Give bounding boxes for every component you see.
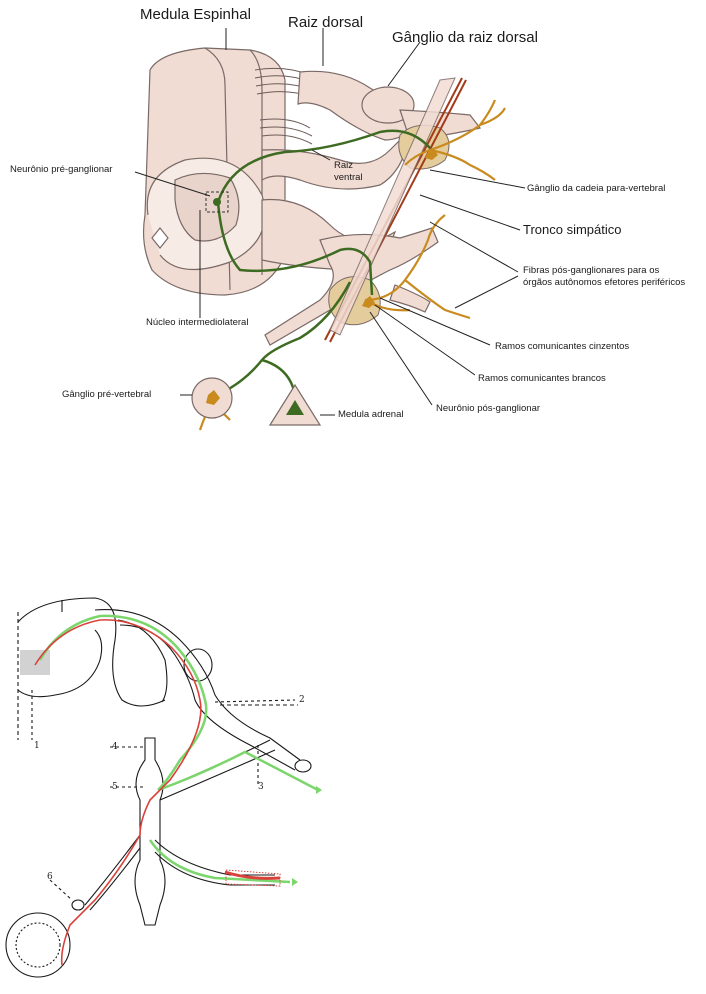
bottom-gut-inner xyxy=(15,922,61,968)
label-ramos-cinzentos: Ramos comunicantes cinzentos xyxy=(495,341,630,352)
number-2: 2 xyxy=(299,695,305,705)
number-6: 6 xyxy=(47,872,53,882)
intermediolateral-nucleus-box xyxy=(205,191,229,213)
label-medula-espinhal: Medula Espinhal xyxy=(140,6,251,23)
top-diagram xyxy=(134,28,526,431)
label-fibras-pos-1: Fibras pós-ganglionares para os xyxy=(523,265,660,276)
spinal-cord xyxy=(142,47,286,296)
ventral-root xyxy=(261,128,411,190)
preganglionic-fiber xyxy=(214,129,431,400)
number-5: 5 xyxy=(112,782,118,792)
preganglionic-neuron xyxy=(213,198,221,206)
label-ganglio-pre: Gânglio pré-vertebral xyxy=(62,389,152,400)
spinal-nerve-lower-right xyxy=(389,284,431,313)
number-3: 3 xyxy=(258,782,264,792)
pointer-lines xyxy=(134,28,526,416)
label-nucleo: Núcleo intermediolateral xyxy=(146,317,249,328)
bottom-gut-outer xyxy=(5,912,71,978)
label-raiz-ventral-2: ventral xyxy=(334,172,363,183)
bottom-red-coil xyxy=(225,869,281,887)
number-1: 1 xyxy=(34,741,40,751)
number-4: 4 xyxy=(112,742,118,752)
bottom-arrow-coil xyxy=(292,878,298,886)
postganglionic-fibers xyxy=(198,99,506,431)
label-raiz-ventral-1: Raiz xyxy=(334,160,354,171)
label-neuronio-pos: Neurônio pós-ganglionar xyxy=(436,403,541,414)
bottom-spinal-cord xyxy=(17,597,166,707)
label-neuronio-pre: Neurônio pré-ganglionar xyxy=(10,164,113,175)
adrenal-cell xyxy=(286,400,304,415)
bottom-gray-patch xyxy=(20,650,50,675)
bottom-green-fibers xyxy=(38,614,319,884)
bottom-arrow-right xyxy=(316,786,322,794)
label-tronco-simpatico: Tronco simpático xyxy=(523,222,622,237)
bottom-diagram xyxy=(5,597,312,978)
label-raiz-dorsal: Raiz dorsal xyxy=(288,14,364,31)
label-ramos-brancos: Ramos comunicantes brancos xyxy=(478,373,606,384)
label-medula-adrenal: Medula adrenal xyxy=(338,409,404,420)
bottom-nerve xyxy=(94,609,301,761)
label-ganglio-raiz-dorsal: Gânglio da raiz dorsal xyxy=(392,29,538,46)
prevertebral-neuron xyxy=(206,390,220,405)
bottom-red-fibers xyxy=(34,619,281,966)
label-ganglio-cadeia: Gânglio da cadeia para-vertebral xyxy=(527,183,666,194)
label-fibras-pos-2: órgãos autônomos efetores periféricos xyxy=(523,277,686,288)
